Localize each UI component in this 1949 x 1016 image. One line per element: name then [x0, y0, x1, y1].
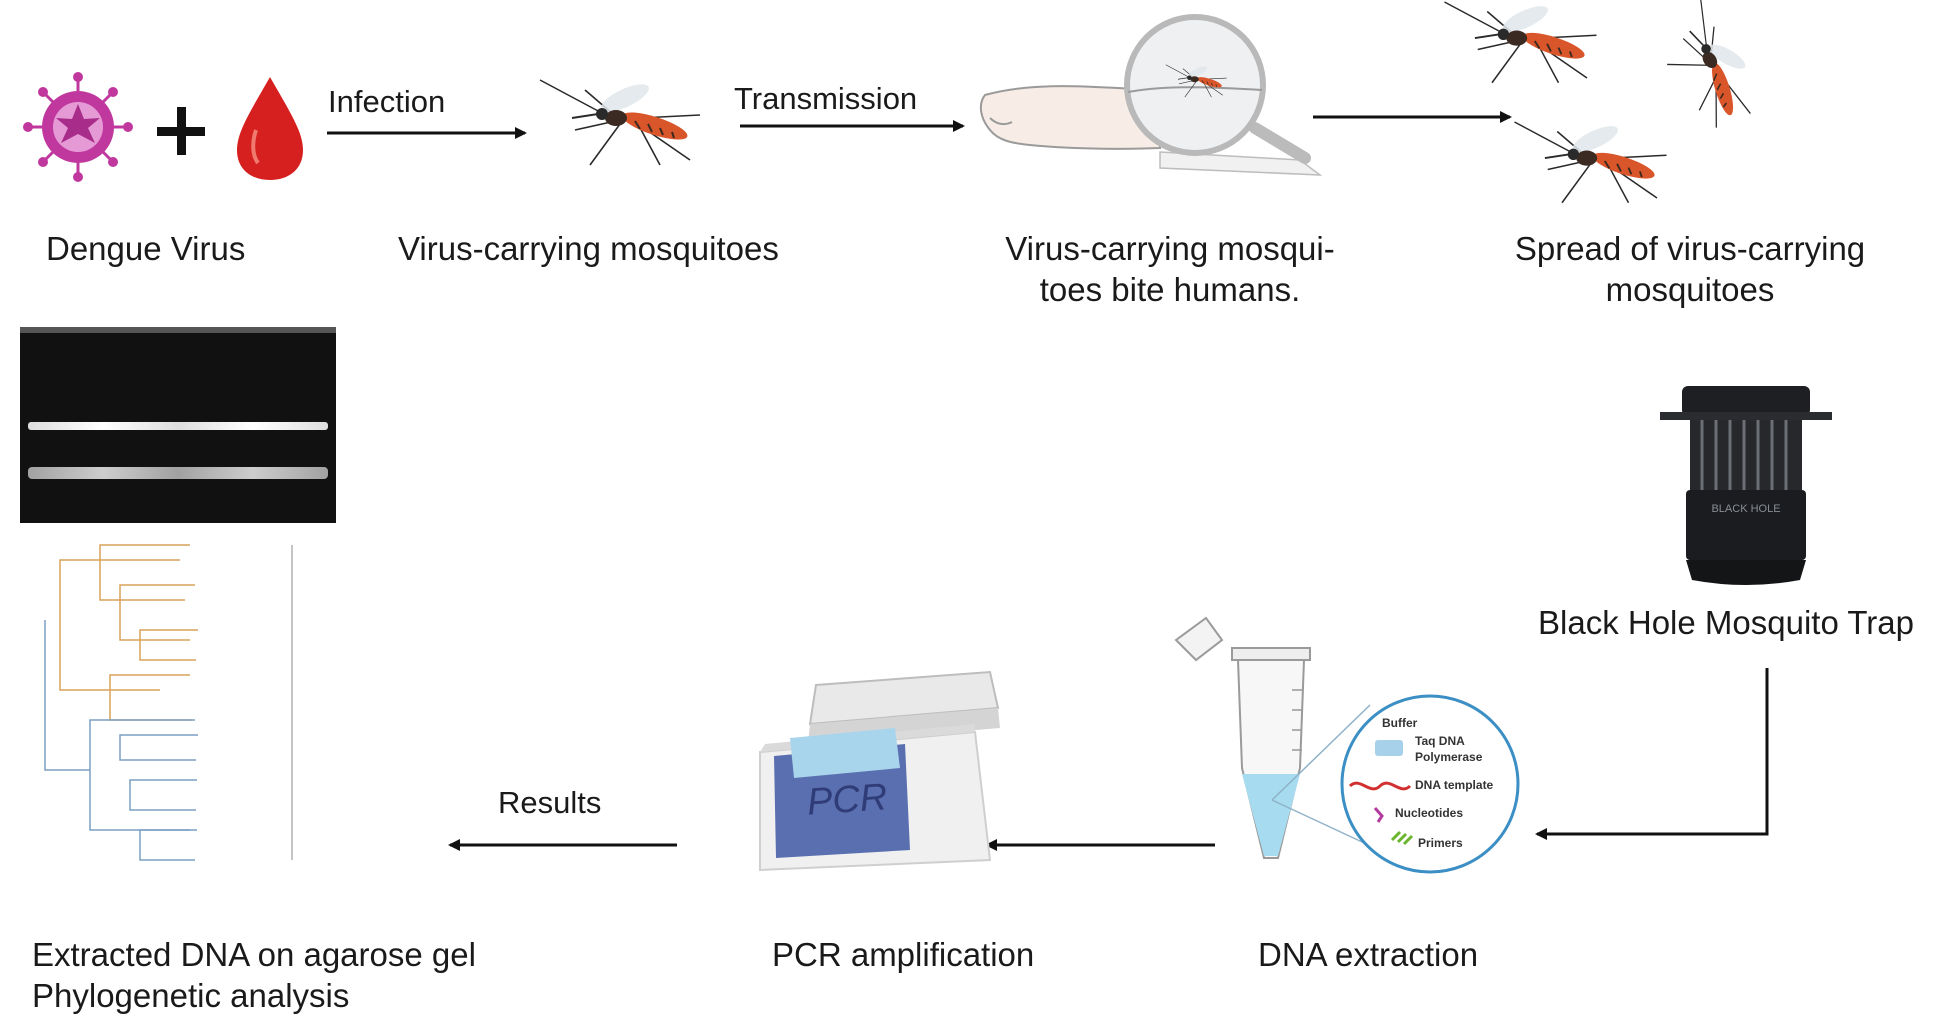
mosquito-swarm — [1443, 0, 1775, 204]
results-line2: Phylogenetic analysis — [32, 977, 350, 1014]
component-nucleotides: Nucleotides — [1395, 806, 1464, 820]
mosquito-icon — [539, 77, 701, 166]
trap-brand-text: BLACK HOLE — [1711, 503, 1780, 515]
results-label: Extracted DNA on agarose gel Phylogeneti… — [32, 934, 476, 1016]
mosquito-trap-icon: BLACK HOLE — [1660, 386, 1832, 585]
mosquito-icon — [1443, 0, 1598, 84]
pcr-amplification-label: PCR amplification — [772, 936, 1035, 973]
infection-arrow-label: Infection — [328, 84, 446, 119]
trap-to-extraction-arrow — [1535, 668, 1769, 840]
bite-humans-line1: Virus-carrying mosqui- — [1005, 230, 1335, 267]
component-buffer: Buffer — [1382, 716, 1418, 730]
blood-drop-icon — [237, 77, 303, 180]
agarose-gel-image — [20, 327, 336, 523]
gel-band-lower — [28, 467, 328, 479]
gel-wells — [20, 327, 336, 333]
transmission-arrow-label: Transmission — [734, 81, 918, 116]
spread-line1: Spread of virus-carrying — [1514, 230, 1866, 267]
component-polymerase: Polymerase — [1415, 750, 1483, 764]
component-taq: Taq DNA — [1415, 734, 1465, 748]
mosquito-icon — [1643, 0, 1775, 138]
virus-icon — [23, 72, 133, 182]
virus-mosquitoes-label: Virus-carrying mosquitoes — [398, 230, 779, 267]
dengue-virus-label: Dengue Virus — [46, 230, 246, 267]
bite-humans-line2: toes bite humans. — [1039, 271, 1301, 308]
human-arm-icon — [979, 85, 1323, 176]
pcr-machine-icon: PCR — [759, 670, 1000, 872]
results-line1: Extracted DNA on agarose gel — [32, 936, 476, 973]
phylogenetic-tree-branches — [44, 544, 293, 861]
dna-extraction-label: DNA extraction — [1258, 936, 1479, 973]
gel-band-upper — [28, 422, 328, 430]
results-arrow-label: Results — [498, 785, 602, 820]
component-primers: Primers — [1418, 836, 1463, 850]
mosquito-icon — [1513, 119, 1668, 204]
plus-icon — [157, 107, 205, 155]
spread-line2: mosquitoes — [1605, 271, 1775, 308]
pcr-machine-label: PCR — [806, 776, 889, 823]
spread-label: Spread of virus-carrying mosquitoes — [1490, 228, 1890, 310]
bite-humans-label: Virus-carrying mosqui- toes bite humans. — [980, 228, 1360, 310]
component-dna-template: DNA template — [1415, 778, 1494, 792]
trap-label: Black Hole Mosquito Trap — [1538, 604, 1915, 641]
microcentrifuge-tube-icon — [1174, 616, 1520, 874]
magnifier-icon — [1124, 14, 1311, 164]
